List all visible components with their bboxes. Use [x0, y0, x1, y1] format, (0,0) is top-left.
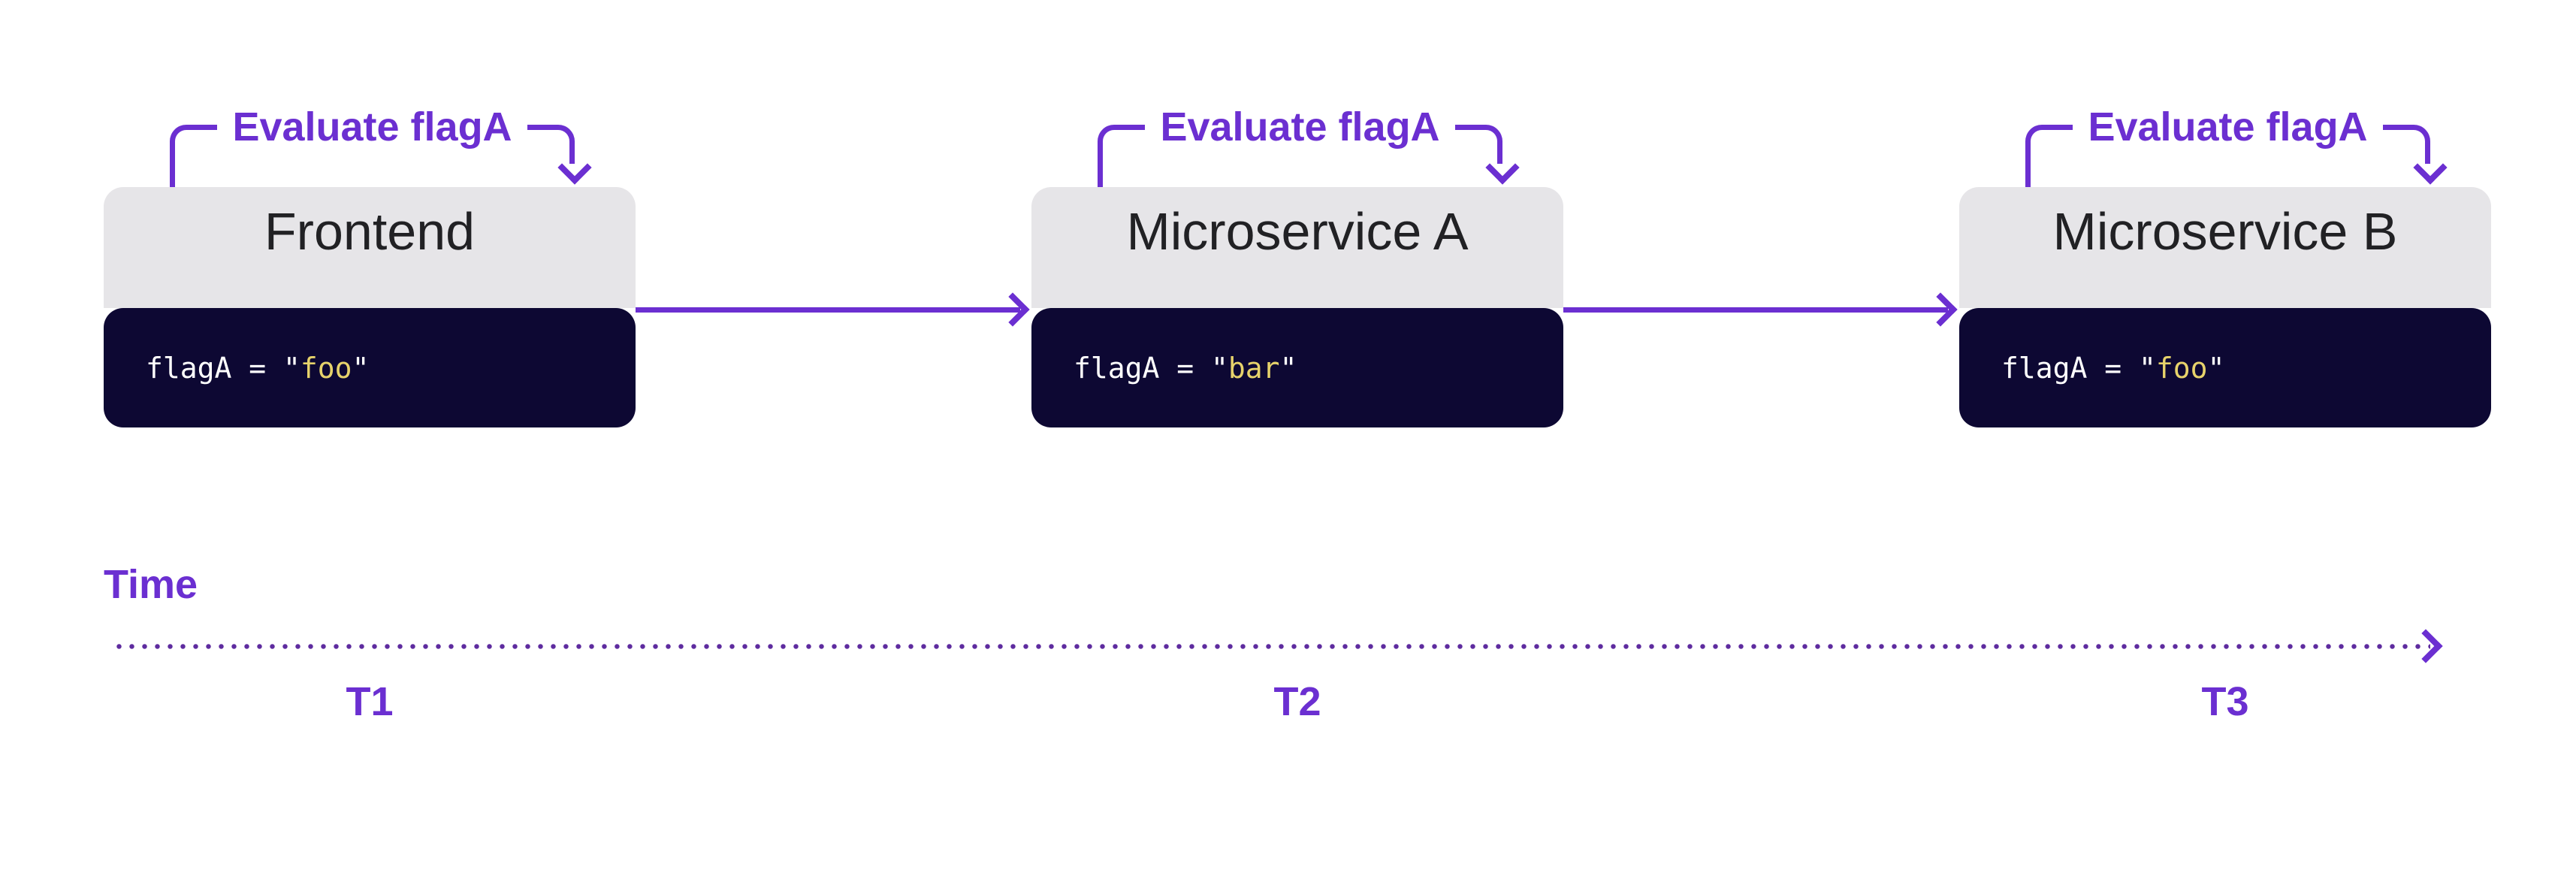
- code-block: flagA = "foo": [104, 308, 636, 427]
- service-name: Microservice B: [2052, 202, 2398, 261]
- code-quote-close: ": [2207, 351, 2225, 385]
- bracket-left-line: [1098, 125, 1146, 187]
- service-name: Microservice A: [1126, 202, 1469, 261]
- service-group-microservice-a: Evaluate flagA Microservice A flagA = "b…: [1031, 0, 1563, 876]
- request-arrow-line: [636, 307, 1020, 313]
- timeline-dotted-line: [113, 644, 2430, 649]
- arrow-right-icon: [995, 292, 1030, 327]
- code-quote-open: ": [2139, 351, 2156, 385]
- service-name: Frontend: [264, 202, 476, 261]
- arrow-right-icon: [1923, 292, 1958, 327]
- service-header: Microservice B: [1959, 187, 2491, 308]
- code-quote-close: ": [352, 351, 370, 385]
- bracket-right-line: [2382, 125, 2430, 164]
- code-line: flagA = "bar": [1074, 351, 1297, 385]
- code-block: flagA = "bar": [1031, 308, 1563, 427]
- evaluate-label: Evaluate flagA: [1160, 104, 1440, 150]
- service-group-microservice-b: Evaluate flagA Microservice B flagA = "f…: [1959, 0, 2491, 876]
- bracket-left-line: [170, 125, 218, 187]
- timeline-tick-t3: T3: [2201, 679, 2249, 724]
- code-quote-open: ": [283, 351, 300, 385]
- code-block: flagA = "foo": [1959, 308, 2491, 427]
- timeline-tick-t1: T1: [346, 679, 394, 724]
- request-arrow-line: [1563, 307, 1948, 313]
- service-group-frontend: Evaluate flagA Frontend flagA = "foo": [104, 0, 636, 876]
- timeline-label: Time: [104, 562, 198, 607]
- code-variable: flagA =: [146, 351, 284, 385]
- code-line: flagA = "foo": [146, 351, 369, 385]
- code-variable: flagA =: [2001, 351, 2140, 385]
- evaluate-annotation: Evaluate flagA: [170, 105, 575, 187]
- code-quote-open: ": [1211, 351, 1228, 385]
- evaluate-label: Evaluate flagA: [2088, 104, 2368, 150]
- code-quote-close: ": [1279, 351, 1297, 385]
- code-value: foo: [2155, 351, 2208, 385]
- service-header: Frontend: [104, 187, 636, 308]
- code-variable: flagA =: [1074, 351, 1212, 385]
- service-header: Microservice A: [1031, 187, 1563, 308]
- evaluate-label: Evaluate flagA: [232, 104, 512, 150]
- bracket-right-line: [1454, 125, 1502, 164]
- code-value: foo: [300, 351, 352, 385]
- timeline-tick-t2: T2: [1273, 679, 1321, 724]
- bracket-left-line: [2025, 125, 2073, 187]
- evaluate-annotation: Evaluate flagA: [2025, 105, 2430, 187]
- bracket-right-line: [527, 125, 575, 164]
- code-value: bar: [1228, 351, 1280, 385]
- evaluate-annotation: Evaluate flagA: [1098, 105, 1502, 187]
- code-line: flagA = "foo": [2001, 351, 2224, 385]
